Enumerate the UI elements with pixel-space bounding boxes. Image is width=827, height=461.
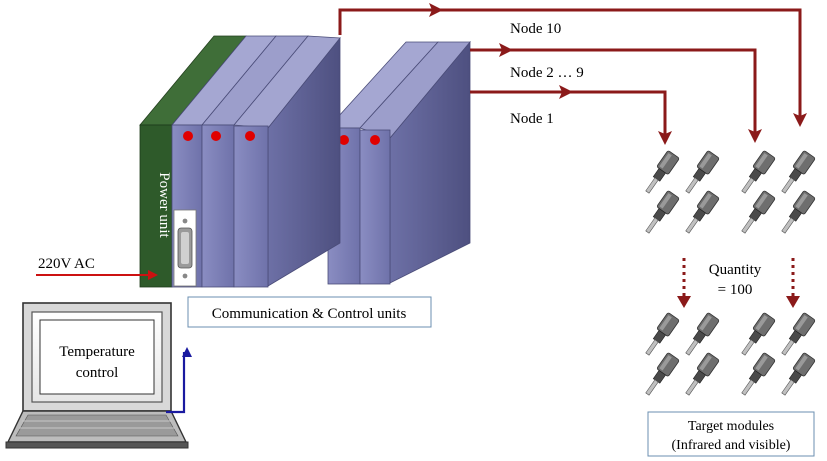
quantity-label-line2: = 100 [718, 282, 753, 298]
node-10-label: Node 10 [510, 21, 561, 37]
laptop-icon [5, 302, 189, 449]
target-module-icon [781, 150, 816, 194]
status-led [211, 131, 221, 141]
dotted-arrowhead-left [677, 296, 691, 308]
control-module [201, 124, 235, 288]
target-module-icon [685, 352, 720, 396]
target-module-icon [685, 150, 720, 194]
module-rack-left [139, 35, 341, 288]
node-1-arrow [470, 90, 672, 145]
status-led [370, 135, 380, 145]
target-module-icon [741, 190, 776, 234]
target-modules-label-line1: Target modules [688, 419, 774, 434]
target-module-icon [685, 312, 720, 356]
target-module-icon [781, 312, 816, 356]
status-led [245, 131, 255, 141]
laptop-label-line2: control [76, 365, 119, 381]
node-10-arrow [338, 8, 807, 127]
power-unit-label: Power unit [156, 172, 172, 238]
node-1-label: Node 1 [510, 111, 554, 127]
target-module-icon [741, 312, 776, 356]
status-led [183, 131, 193, 141]
node-2-9-label: Node 2 … 9 [510, 65, 584, 81]
node-arrows [338, 3, 807, 145]
target-module-icon [645, 312, 680, 356]
comm-units-box [187, 296, 432, 328]
target-module-icon [781, 190, 816, 234]
target-module-icon [741, 150, 776, 194]
target-module-icon [645, 150, 680, 194]
quantity-label-line1: Quantity [709, 262, 762, 278]
status-led [339, 135, 349, 145]
target-module-icon [685, 190, 720, 234]
laptop-label-line1: Temperature [59, 344, 135, 360]
target-modules-group [645, 150, 816, 396]
target-module-icon [645, 190, 680, 234]
module-rack-right [327, 40, 471, 285]
ac-input-label: 220V AC [38, 256, 95, 272]
control-module [233, 125, 269, 288]
serial-cable-arrow [166, 347, 192, 414]
dotted-arrowhead-right [786, 296, 800, 308]
target-module-icon [645, 352, 680, 396]
target-modules-label-line2: (Infrared and visible) [672, 438, 791, 453]
comm-units-label: Communication & Control units [212, 306, 407, 322]
target-module-icon [741, 352, 776, 396]
target-modules-box [647, 411, 815, 457]
target-module-icon [781, 352, 816, 396]
node-2-9-arrow [470, 48, 762, 143]
serial-port-icon [173, 209, 197, 287]
